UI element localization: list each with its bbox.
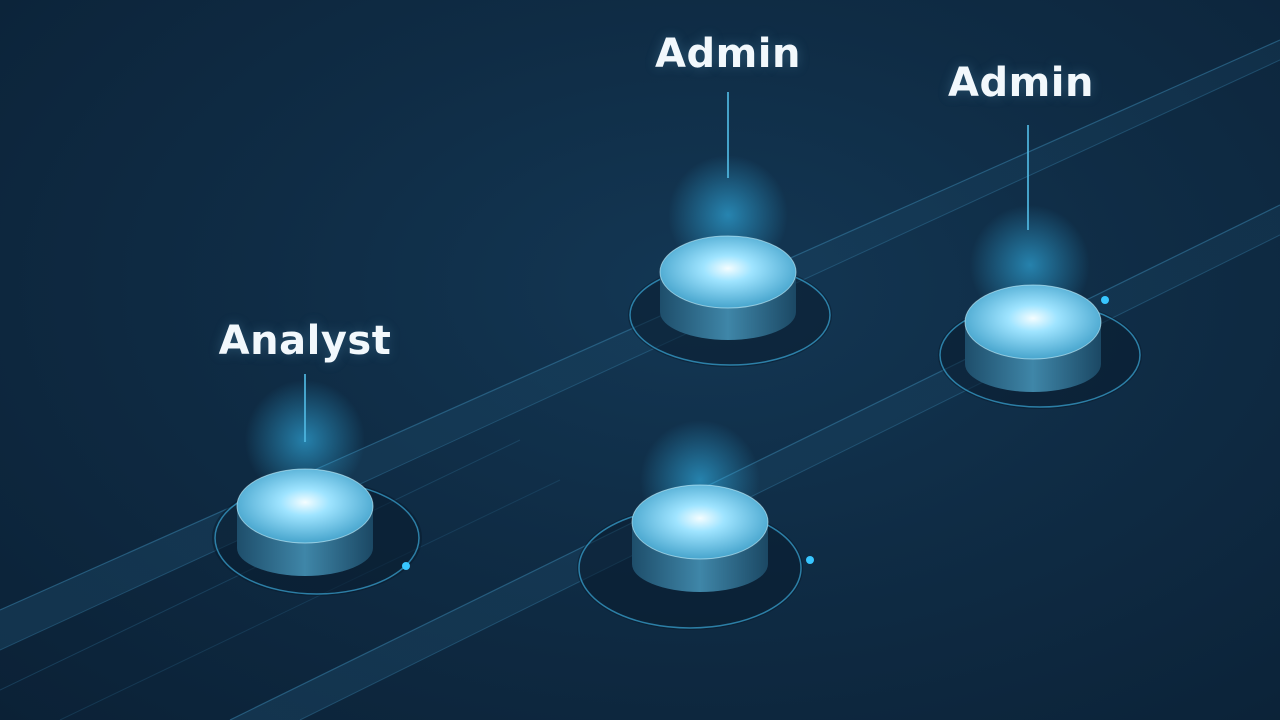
label-admin-right: Admin (948, 60, 1094, 106)
node-admin-right[interactable] (938, 125, 1142, 409)
node-unlabeled[interactable] (577, 420, 814, 630)
node-analyst[interactable] (212, 374, 422, 596)
label-admin-top: Admin (655, 31, 801, 77)
node-admin-top[interactable] (628, 92, 832, 367)
label-analyst: Analyst (218, 318, 392, 364)
